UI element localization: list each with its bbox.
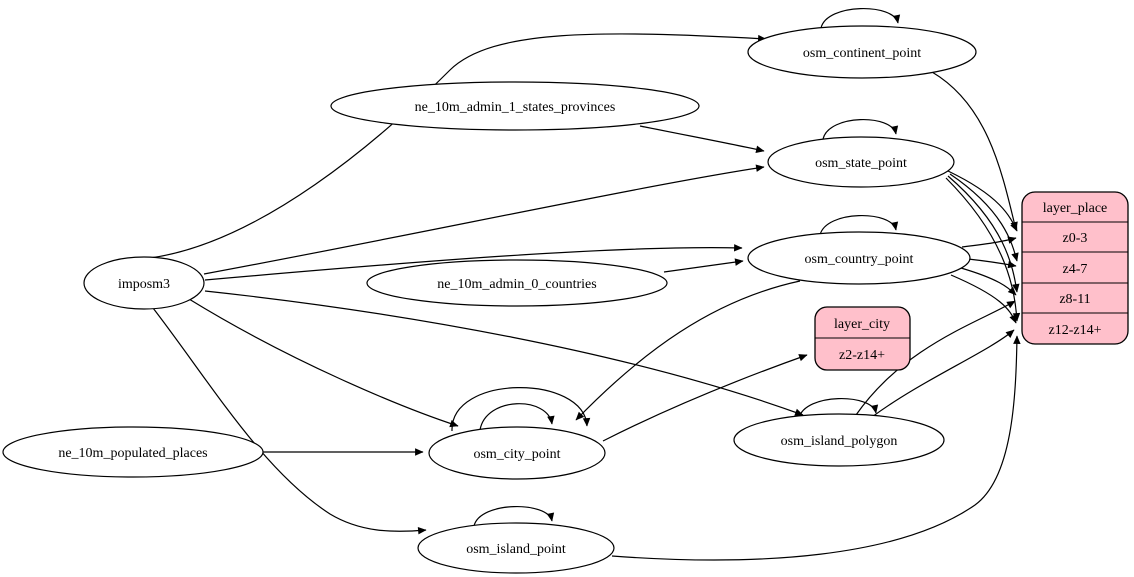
osm_island_point-ellipse bbox=[417, 522, 615, 574]
ne_10m_admin_1_states_provinces-label: ne_10m_admin_1_states_provinces bbox=[415, 100, 616, 115]
osm_island_polygon-label: osm_island_polygon bbox=[781, 434, 898, 449]
edge-imposm3-osm_island_polygon bbox=[204, 290, 804, 416]
osm_city_point-label: osm_city_point bbox=[473, 447, 560, 462]
layer_place-row-z12-z14: z12-z14+ bbox=[1049, 323, 1102, 338]
osm_island_polygon-ellipse bbox=[733, 413, 945, 467]
osm_island_point-label: osm_island_point bbox=[466, 542, 566, 557]
node-layer_place[interactable]: layer_place z0-3 z4-7 z8-11 z12-z14+ bbox=[1021, 191, 1129, 345]
edge-osm_state_point-layer_place-z12-z14 bbox=[945, 177, 1021, 322]
edge-osm_state_point-layer_place-z4-7 bbox=[949, 173, 1019, 262]
edge-ne_10m_admin_1_states_provinces-osm_state_point bbox=[639, 125, 765, 153]
self-loop-osm_state_point bbox=[822, 118, 899, 140]
edge-imposm3-osm_city_point bbox=[188, 298, 459, 428]
osm_continent_point-label: osm_continent_point bbox=[803, 46, 921, 61]
node-osm_city_point[interactable]: osm_city_point bbox=[428, 426, 606, 480]
self-loop-osm_island_polygon bbox=[798, 397, 879, 419]
edge-osm_island_polygon-layer_place-z12-z14 bbox=[871, 329, 1015, 418]
osm_state_point-ellipse bbox=[767, 136, 955, 188]
self-loop-osm_island_point bbox=[473, 505, 555, 527]
node-ne_10m_populated_places[interactable]: ne_10m_populated_places bbox=[2, 426, 264, 478]
layer_city-row-z2-z14: z2-z14+ bbox=[839, 348, 885, 363]
osm_continent_point-ellipse bbox=[747, 25, 977, 79]
edge-osm_country_point-osm_city_point bbox=[575, 280, 801, 421]
imposm3-label: imposm3 bbox=[118, 277, 170, 292]
node-ne_10m_admin_1_states_provinces[interactable]: ne_10m_admin_1_states_provinces bbox=[330, 81, 700, 131]
edge-osm_country_point-layer_place-z8-11 bbox=[960, 267, 1017, 296]
layer_place-title: layer_place bbox=[1043, 201, 1108, 216]
node-osm_continent_point[interactable]: osm_continent_point bbox=[747, 25, 977, 79]
osm_state_point-label: osm_state_point bbox=[815, 156, 907, 171]
layer_place-record bbox=[1021, 191, 1129, 345]
edge-osm_island_point-layer_place-z12-z14 bbox=[611, 335, 1021, 561]
edge-imposm3-osm_state_point bbox=[203, 164, 765, 275]
self-loop-osm_country_point bbox=[819, 214, 899, 236]
node-osm_island_point[interactable]: osm_island_point bbox=[417, 522, 615, 574]
edge-imposm3-osm_continent_point bbox=[149, 33, 767, 259]
ne_10m_populated_places-ellipse bbox=[2, 426, 264, 478]
edge-ne_10m_admin_0_countries-osm_country_point bbox=[663, 258, 744, 273]
node-layer_city[interactable]: layer_city z2-z14+ bbox=[814, 306, 911, 371]
layer_place-row-z4-7: z4-7 bbox=[1063, 262, 1088, 277]
self-loop-osm_city_point-outer bbox=[451, 387, 591, 432]
layer_place-row-z0-3: z0-3 bbox=[1063, 231, 1088, 246]
node-osm_state_point[interactable]: osm_state_point bbox=[767, 136, 955, 188]
edge-osm_state_point-layer_place-z8-11 bbox=[947, 175, 1020, 293]
node-ne_10m_admin_0_countries[interactable]: ne_10m_admin_0_countries bbox=[366, 259, 668, 307]
edge-imposm3-osm_country_point bbox=[204, 244, 743, 281]
edge-layer bbox=[149, 7, 1021, 561]
osm_city_point-ellipse bbox=[428, 426, 606, 480]
layer_city-title: layer_city bbox=[834, 317, 890, 332]
edge-osm_continent_point-layer_place-z0-3 bbox=[931, 71, 1018, 231]
node-osm_island_polygon[interactable]: osm_island_polygon bbox=[733, 413, 945, 467]
edge-osm_city_point-layer_city-z2-z14 bbox=[602, 354, 808, 442]
self-loop-osm_city_point-inner bbox=[479, 403, 555, 431]
node-osm_country_point[interactable]: osm_country_point bbox=[747, 231, 971, 285]
node-layer: imposm3 ne_10m_admin_1_states_provinces … bbox=[2, 25, 1129, 574]
ne_10m_populated_places-label: ne_10m_populated_places bbox=[58, 446, 207, 461]
ne_10m_admin_0_countries-label: ne_10m_admin_0_countries bbox=[437, 277, 596, 292]
layer_place-row-z8-11: z8-11 bbox=[1059, 292, 1090, 307]
osm_country_point-ellipse bbox=[747, 231, 971, 285]
edge-osm_country_point-layer_place-z0-3 bbox=[961, 236, 1017, 248]
edge-osm_country_point-layer_place-z4-7 bbox=[967, 258, 1017, 269]
edge-imposm3-osm_island_point bbox=[152, 307, 427, 535]
node-imposm3[interactable]: imposm3 bbox=[83, 256, 205, 310]
ne_10m_admin_1_states_provinces-ellipse bbox=[330, 81, 700, 131]
osm_country_point-label: osm_country_point bbox=[805, 252, 914, 267]
imposm3-ellipse bbox=[83, 256, 205, 310]
edge-osm_country_point-layer_place-z12-z14 bbox=[950, 274, 1017, 324]
self-loop-osm_continent_point bbox=[820, 7, 901, 29]
ne_10m_admin_0_countries-ellipse bbox=[366, 259, 668, 307]
edge-osm_state_point-layer_place-z0-3 bbox=[947, 170, 1018, 232]
edge-osm_island_polygon-layer_place-z8-11 bbox=[855, 300, 1016, 416]
